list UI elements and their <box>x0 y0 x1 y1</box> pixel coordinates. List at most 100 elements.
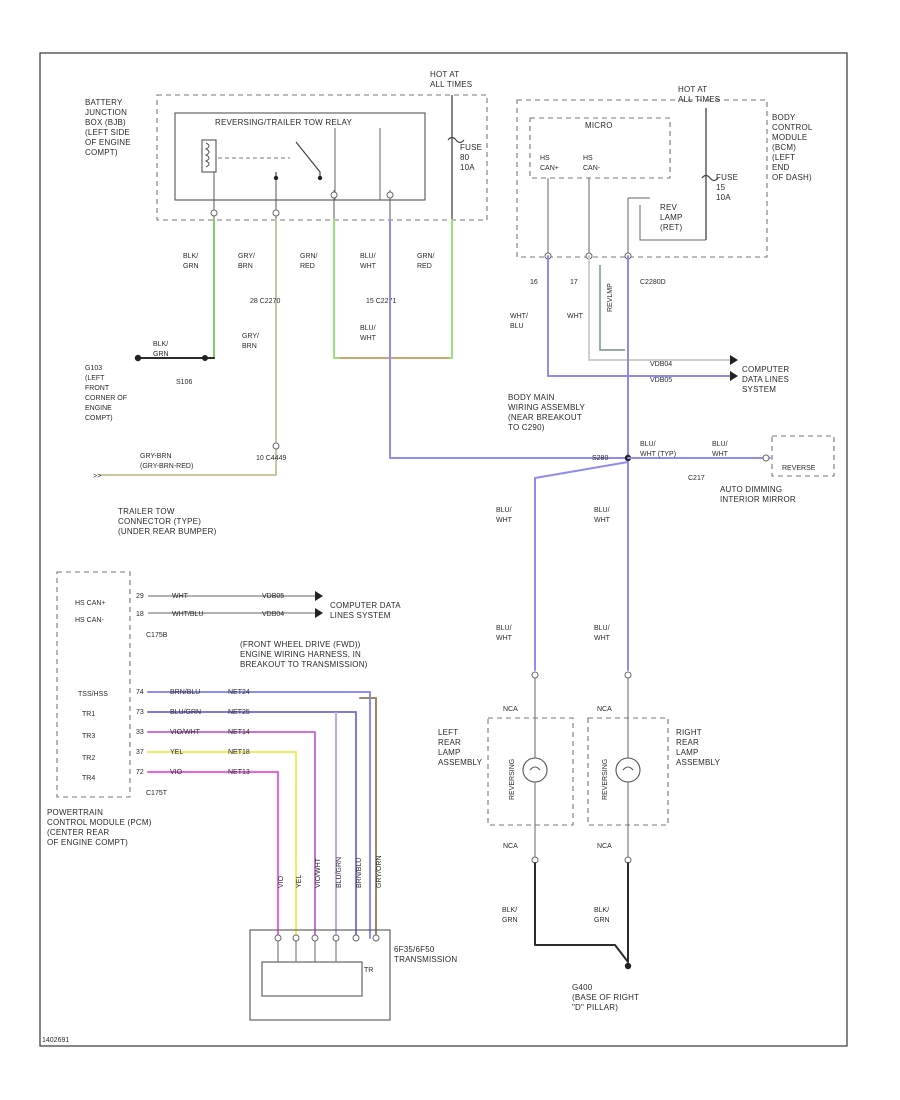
w-blu-wht-3: BLU/WHT (TYP) <box>640 441 676 458</box>
switch-contact <box>273 175 279 181</box>
w-wht-blu: WHT/BLU <box>510 313 528 330</box>
nca-2: NCA <box>597 706 612 713</box>
bcm-dashed-box <box>516 99 768 258</box>
wire-rev-lamp-gn <box>599 265 625 351</box>
micro-box <box>529 117 671 179</box>
pcm-vdb04: VDB04 <box>262 611 284 618</box>
trans-pins <box>274 934 380 962</box>
vdb05-label: VDB05 <box>650 377 672 384</box>
nca-4: NCA <box>597 843 612 850</box>
pcm-dashed-box <box>56 571 131 798</box>
fwd-harness-label: (FRONT WHEEL DRIVE (FWD))ENGINE WIRING H… <box>240 640 368 669</box>
left-filament <box>529 766 541 771</box>
left-rear-lamp-box <box>487 717 574 826</box>
s280-label: S280 <box>592 455 608 462</box>
lamp-pin-l-top <box>531 671 539 679</box>
p-37: 37 <box>136 749 144 756</box>
w-grn-red-1: GRN/RED <box>300 253 318 270</box>
micro-label: MICRO <box>585 121 613 130</box>
w-wht: WHT <box>567 313 584 320</box>
nca-1: NCA <box>503 706 518 713</box>
relay-pins <box>210 172 394 220</box>
relay-coil-icon <box>201 139 217 173</box>
pcm-vdb05: VDB05 <box>262 593 284 600</box>
coil-winding <box>204 142 210 168</box>
w-blu-wht-6: BLU/WHT <box>594 507 611 524</box>
c217-label: C217 <box>688 475 705 482</box>
right-filament <box>622 766 634 771</box>
pcm-hs-can-plus: HS CAN+ <box>75 600 106 607</box>
rev-lamp-vertical: REVLMP <box>607 283 614 312</box>
w-blk-grn-l: BLK/GRN <box>502 907 518 924</box>
pin-17: 17 <box>570 279 578 286</box>
arrow-pcm-2 <box>315 608 323 618</box>
w-gry-brn-2: GRY/BRN <box>242 333 259 350</box>
wire-yel <box>147 751 297 939</box>
c4449-label: 10 C4449 <box>256 455 286 462</box>
g400-dot <box>624 962 632 970</box>
w-blk-grn-h: BLK/GRN <box>153 341 169 358</box>
relay-label: REVERSING/TRAILER TOW RELAY <box>215 118 352 127</box>
wire-blu-grn <box>147 711 357 939</box>
left-bulb-icon <box>522 757 548 783</box>
vdb04-label: VDB04 <box>650 361 672 368</box>
w-blugrn: BLU/GRN <box>170 709 201 716</box>
trailer-wire-label: GRY-BRN(GRY-BRN-RED) <box>140 453 193 470</box>
tr1-label: TR1 <box>82 711 95 718</box>
lamp-pin-r-top <box>624 671 632 679</box>
c175b-label: C175B <box>146 632 168 639</box>
wire-vio <box>147 771 279 939</box>
c175t-label: C175T <box>146 790 168 797</box>
arrow-can-2 <box>730 371 738 381</box>
right-bulb-icon <box>615 757 641 783</box>
cn-1: NET24 <box>228 689 250 696</box>
wire-grn-red <box>333 219 453 359</box>
rev-lamp-driver <box>628 197 706 241</box>
v-gryorn: GRY/ORN <box>376 855 383 888</box>
p-74: 74 <box>136 689 144 696</box>
arrow-can-1 <box>730 355 738 365</box>
p-33: 33 <box>136 729 144 736</box>
pcm-wht-blu: WHT/BLU <box>172 611 204 618</box>
wire-can-minus <box>588 255 731 361</box>
tr4-label: TR4 <box>82 775 95 782</box>
w-brnblu: BRN/BLU <box>170 689 200 696</box>
w-vio: VIO <box>170 769 183 776</box>
pcm-hs-can-minus: HS CAN- <box>75 617 104 624</box>
reverse-label: REVERSE <box>782 465 816 472</box>
wire-vio-wht <box>147 731 316 939</box>
wire-brn-blu-edge <box>359 697 377 939</box>
cn-4: NET18 <box>228 749 250 756</box>
w-blk-grn-1: BLK/GRN <box>183 253 199 270</box>
wire-can-plus <box>547 255 731 377</box>
ground-g103-dot <box>134 354 142 362</box>
w-grn-red-2: GRN/RED <box>417 253 435 270</box>
v-vio: VIO <box>278 875 285 888</box>
w-blu-wht-1: BLU/WHT <box>360 253 377 270</box>
mirror-dashed-box <box>771 435 835 477</box>
w-blu-wht-8: BLU/WHT <box>594 625 611 642</box>
cn-3: NET14 <box>228 729 250 736</box>
bcm-pins <box>544 178 632 260</box>
wire-gry-brn <box>99 219 277 476</box>
transmission-box <box>249 929 391 1021</box>
fuse-icon-1 <box>447 136 465 144</box>
relay-box <box>174 112 426 201</box>
w-gry-brn-1: GRY/BRN <box>238 253 255 270</box>
pcm-wht: WHT <box>172 593 189 600</box>
trailer-arrow: >> <box>93 473 101 480</box>
diagram-frame <box>39 52 848 1047</box>
